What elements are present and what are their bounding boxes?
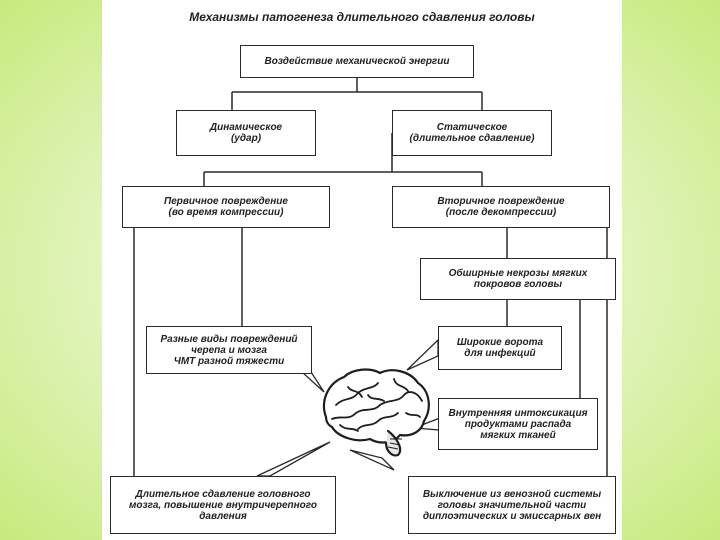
node-dynamic-impact: Динамическое (удар) <box>176 110 316 156</box>
brain-icon <box>322 368 430 457</box>
node-necrosis: Обширные некрозы мягких покровов головы <box>420 258 616 300</box>
diagram-title: Механизмы патогенеза длительного сдавлен… <box>189 10 535 24</box>
node-secondary-damage: Вторичное повреждение (после декомпресси… <box>392 186 610 228</box>
node-venous-exclusion: Выключение из венозной системы головы зн… <box>408 476 616 534</box>
connector-lines <box>133 78 608 477</box>
diagram-sheet: Механизмы патогенеза длительного сдавлен… <box>102 0 622 540</box>
node-mechanical-energy: Воздействие механической энергии <box>240 45 474 78</box>
node-intoxication: Внутренняя интоксикация продуктами распа… <box>438 398 598 450</box>
node-static-compression: Статическое (длительное сдавление) <box>392 110 552 156</box>
node-primary-damage: Первичное повреждение (во время компресс… <box>122 186 330 228</box>
node-infection: Широкие ворота для инфекций <box>438 326 562 370</box>
node-brain-compression: Длительное сдавление головного мозга, по… <box>110 476 336 534</box>
node-injuries: Разные виды повреждений черепа и мозга Ч… <box>146 326 312 374</box>
